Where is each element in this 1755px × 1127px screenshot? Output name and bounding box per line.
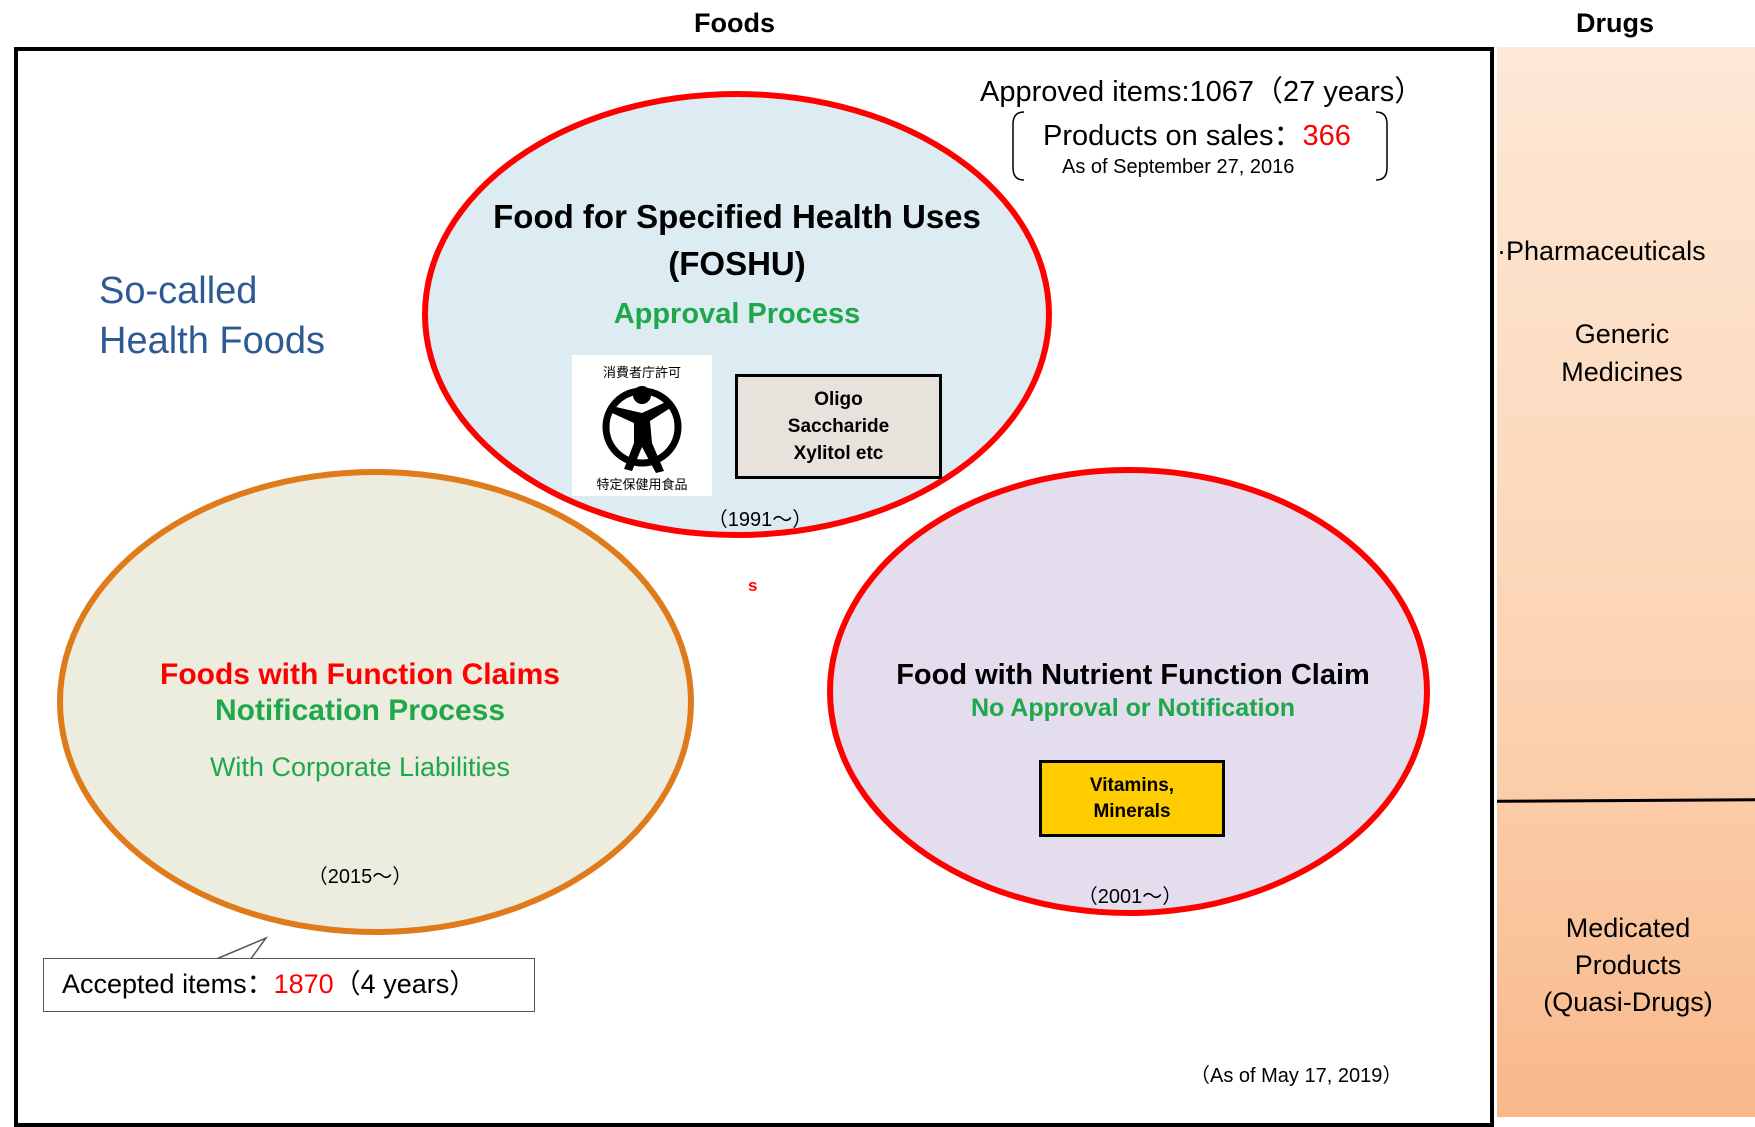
foshu-approved-items: Approved items:1067（27 years） <box>980 76 1424 108</box>
foshu-stats-brackets <box>1012 111 1388 181</box>
function-claims-process: Notification Process <box>214 694 506 727</box>
svg-text:特定保健用食品: 特定保健用食品 <box>596 477 687 493</box>
drugs-column <box>1496 47 1755 1117</box>
function-claims-note: With Corporate Liabilities <box>209 752 511 782</box>
foshu-approval-process: Approval Process <box>613 298 861 330</box>
nutrient-claim-ellipse <box>827 467 1430 916</box>
pharmaceuticals-label: ·Pharmaceuticals <box>1497 236 1706 266</box>
nutrient-claim-process: No Approval or Notification <box>970 694 1296 722</box>
drugs-header: Drugs <box>1576 8 1655 38</box>
function-claims-title: Foods with Function Claims <box>160 658 560 691</box>
foshu-products-on-sale: Products on sales：366 <box>1043 120 1351 152</box>
foshu-title: Food for Specified Health Uses(FOSHU) <box>493 198 981 282</box>
stray-mark: s <box>748 576 758 595</box>
function-claims-ellipse <box>57 469 694 935</box>
drugs-separator <box>1496 798 1755 803</box>
nutrient-example-box: Vitamins, Minerals <box>1039 760 1225 837</box>
foshu-example-box: Oligo Saccharide Xylitol etc <box>735 374 942 479</box>
nutrient-claim-title: Food with Nutrient Function Claim <box>896 659 1370 691</box>
foshu-since: （1991～） <box>707 509 813 531</box>
foshu-as-of: As of September 27, 2016 <box>1062 156 1295 178</box>
accepted-items-callout <box>43 958 535 1012</box>
accepted-items-text: Accepted items：1870（4 years） <box>62 969 477 999</box>
as-of-date: （As of May 17, 2019） <box>1190 1065 1403 1087</box>
function-claims-since: （2015～） <box>307 866 413 888</box>
foods-header: Foods <box>694 8 775 38</box>
svg-text:消費者庁許可: 消費者庁許可 <box>603 366 681 381</box>
foshu-logo-icon: 消費者庁許可 特定保健用食品 <box>572 355 712 496</box>
nutrient-since: （2001～） <box>1077 886 1183 908</box>
